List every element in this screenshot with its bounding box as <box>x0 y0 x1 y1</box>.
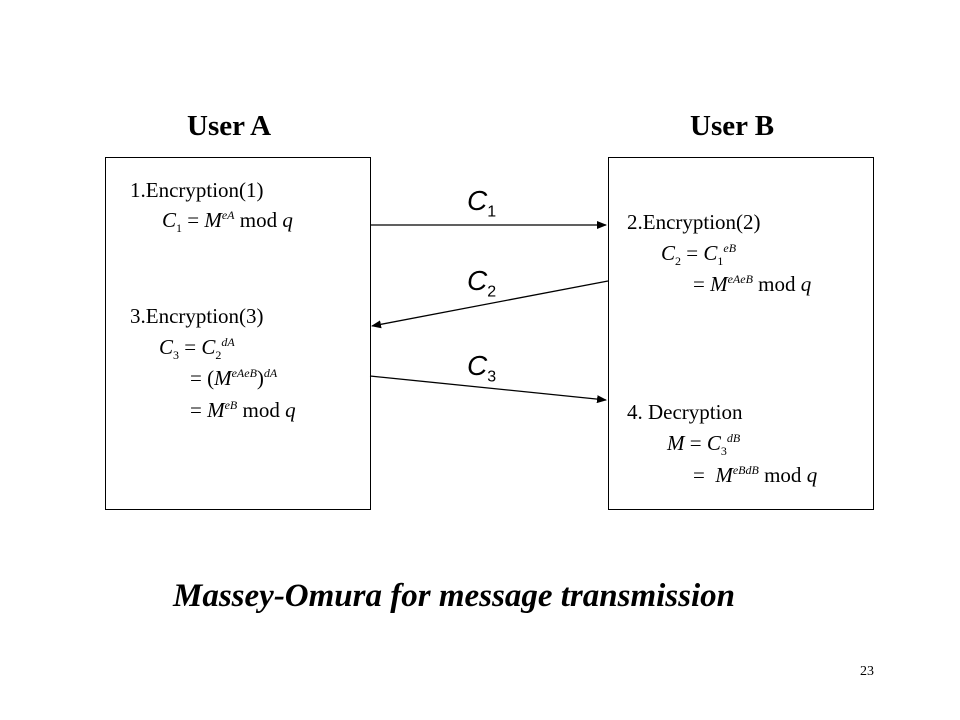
user-b-label: User B <box>690 110 775 142</box>
step2-formula-2: = MeAeB mod q <box>693 272 812 296</box>
step3-formula-2: = (MeAeB)dA <box>190 366 278 390</box>
message-c1-label: C1 <box>467 185 497 221</box>
diagram-caption: Massey-Omura for message transmission <box>173 578 735 614</box>
step3-formula-3: = MeB mod q <box>190 398 296 422</box>
message-c3-label: C3 <box>467 350 497 386</box>
step3-formula-1: C3 = C2dA <box>159 335 235 363</box>
arrow-c2 <box>371 280 609 329</box>
step2-formula-1: C2 = C1eB <box>661 241 737 269</box>
step1-formula: C1 = MeA mod q <box>162 208 293 236</box>
step4-formula-2: = MeBdB mod q <box>693 463 818 487</box>
user-a-label: User A <box>187 110 272 142</box>
arrow-c3 <box>369 375 607 404</box>
page-number: 23 <box>860 664 874 679</box>
user-b-box: 2.Encryption(2) C2 = C1eB = MeAeB mod q … <box>608 157 874 510</box>
step3-title: 3.Encryption(3) <box>130 304 264 328</box>
step1-title: 1.Encryption(1) <box>130 178 264 202</box>
step2-title: 2.Encryption(2) <box>627 210 761 234</box>
step4-title: 4. Decryption <box>627 400 743 424</box>
message-c2-label: C2 <box>467 265 497 301</box>
step4-formula-1: M = C3dB <box>667 431 741 459</box>
user-a-box: 1.Encryption(1) C1 = MeA mod q 3.Encrypt… <box>105 157 371 510</box>
